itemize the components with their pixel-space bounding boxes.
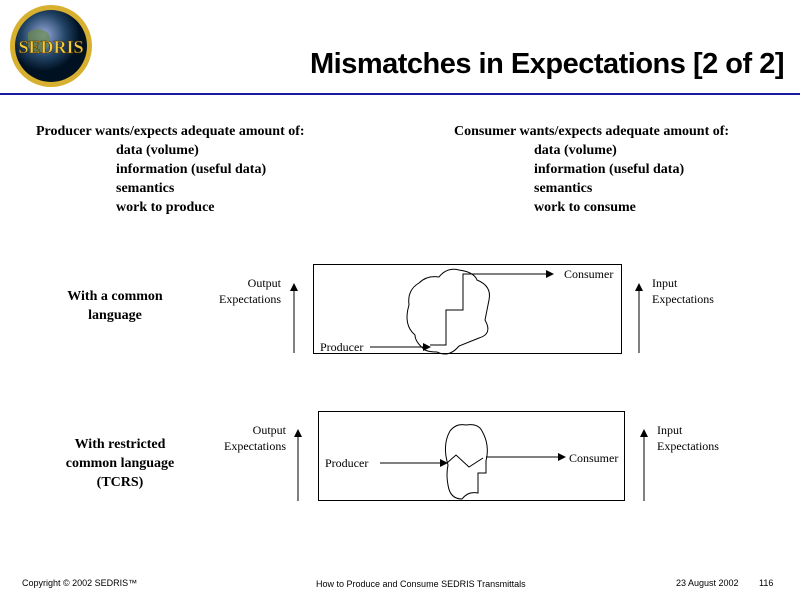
footer-course-title: How to Produce and Consume SEDRIS Transm… [316,579,526,589]
output-expectations-label: Output Expectations [205,275,281,307]
label-line: common language [65,456,175,471]
consumer-heading: Consumer wants/expects adequate amount o… [454,124,730,139]
cloud-shape [406,268,490,355]
restricted-shape [444,424,488,500]
label-line: Expectations [219,292,281,306]
common-language-box [313,264,622,354]
label-line: language [88,308,142,323]
consumer-item: work to consume [534,200,636,215]
label-line: Expectations [652,292,714,306]
footer-date: 23 August 2002 [676,578,739,588]
label-line: Output [252,423,286,437]
producer-item: information (useful data) [116,162,267,177]
label-line: With restricted [74,437,166,452]
data-path [446,454,484,468]
label-line: Input [657,423,683,437]
sedris-logo: SEDRIS [8,3,94,89]
producer-item: work to produce [116,200,215,215]
input-expectations-label: Input Expectations [657,422,719,454]
consumer-label: Consumer [564,267,614,281]
consumer-item: semantics [534,181,593,196]
common-language-label: With a common language [40,287,190,325]
producer-block: Producer wants/expects adequate amount o… [36,124,305,217]
label-line: (TCRS) [96,475,144,490]
output-expectations-label: Output Expectations [210,422,286,454]
consumer-item: information (useful data) [534,162,685,177]
consumer-label: Consumer [569,451,619,465]
producer-heading: Producer wants/expects adequate amount o… [36,124,305,139]
footer-page-number: 116 [759,578,774,588]
label-line: Input [652,276,678,290]
footer-copyright: Copyright © 2002 SEDRIS™ [22,578,138,588]
consumer-block: Consumer wants/expects adequate amount o… [454,124,729,217]
label-line: With a common [67,289,163,304]
input-expectations-label: Input Expectations [652,275,714,307]
producer-item: data (volume) [116,143,199,158]
restricted-language-label: With restricted common language (TCRS) [45,435,195,492]
producer-item: semantics [116,181,175,196]
slide-title: Mismatches in Expectations [2 of 2] [309,48,785,80]
producer-label: Producer [325,456,369,470]
label-line: Output [247,276,281,290]
svg-text:SEDRIS: SEDRIS [18,37,83,57]
restricted-language-box [318,411,625,501]
title-divider [0,93,800,95]
consumer-item: data (volume) [534,143,617,158]
producer-label: Producer [320,340,364,354]
data-path [430,270,554,346]
label-line: Expectations [657,439,719,453]
label-line: Expectations [224,439,286,453]
